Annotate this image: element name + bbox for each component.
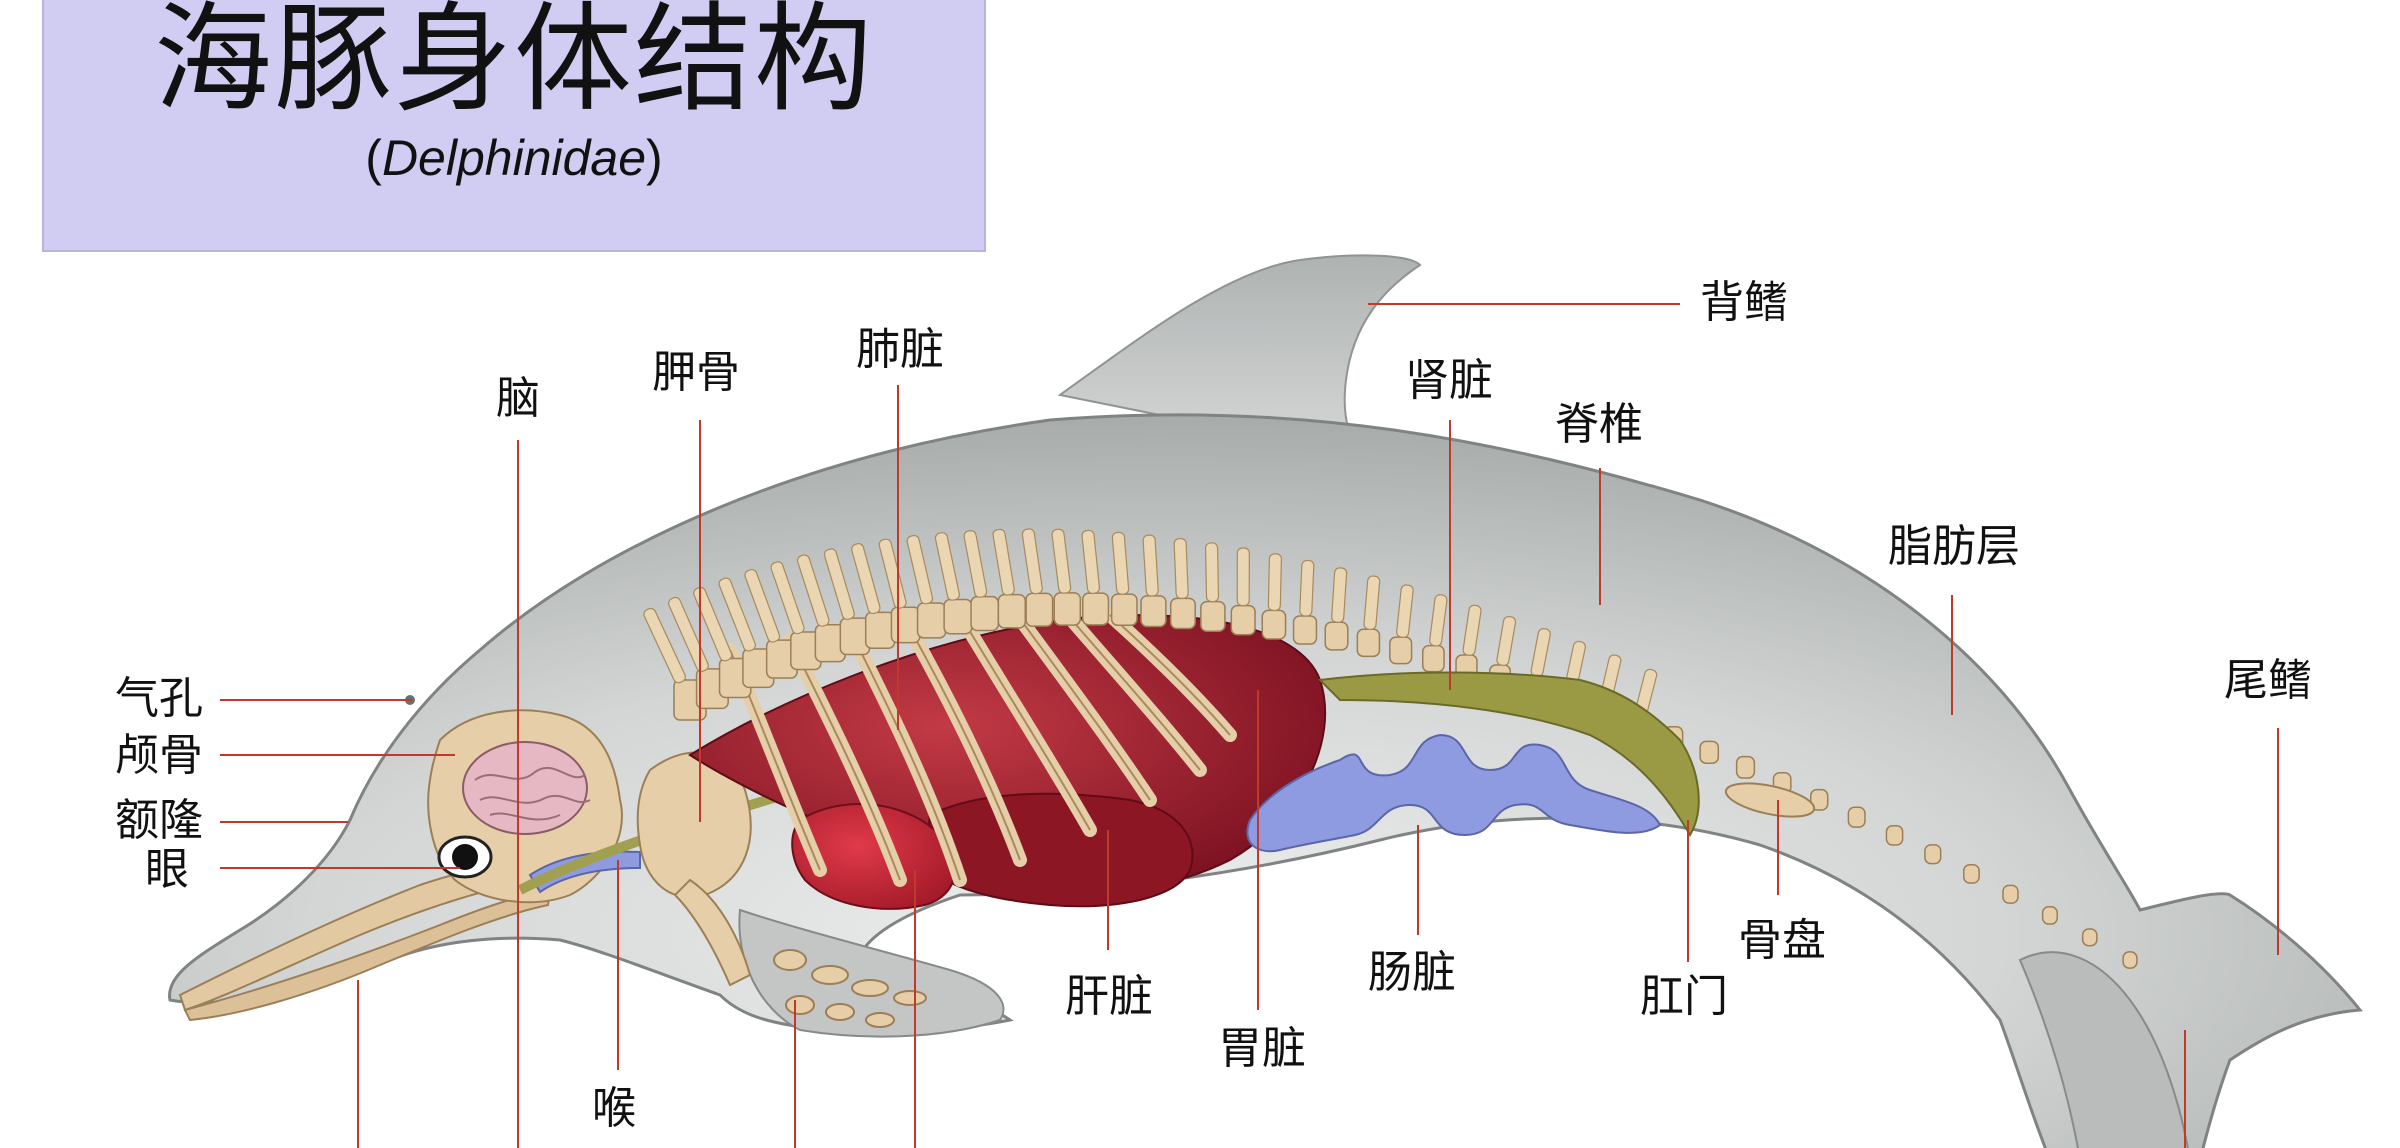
label-liver: 肝脏 [1065, 971, 1153, 1022]
brain-folds [474, 766, 591, 821]
label-scapula: 胛骨 [652, 347, 740, 398]
vertebra-spine [851, 543, 881, 615]
paren-close: ) [646, 130, 663, 186]
label-kidney: 肾脏 [1405, 355, 1493, 406]
vertebra-spine [1111, 531, 1130, 595]
kidney-shape [1317, 671, 1700, 837]
vertebra-spine [1051, 528, 1072, 594]
vertebra-spine [992, 528, 1015, 596]
vertebra [916, 602, 947, 639]
scientific-name-italic: Delphinidae [381, 130, 647, 186]
brain-shape [462, 741, 588, 835]
vertebra-spine [906, 534, 934, 605]
vertebra [997, 593, 1026, 629]
vertebra [2002, 884, 2019, 904]
vertebra-spine [1363, 575, 1381, 631]
vertebra [1885, 824, 1904, 846]
label-spine: 脊椎 [1555, 399, 1643, 450]
label-skull: 颅骨 [115, 730, 203, 781]
vertebra [1082, 592, 1110, 626]
jaw-bone [183, 890, 552, 1022]
label-eye: 眼 [145, 844, 189, 895]
vertebra [1421, 644, 1445, 673]
label-dorsal-fin: 背鳍 [1700, 277, 1788, 328]
vertebra-spine [718, 577, 756, 652]
vertebra [864, 611, 896, 649]
label-blowhole: 气孔 [115, 673, 203, 724]
label-pelvis: 骨盘 [1738, 915, 1826, 966]
vertebra [1230, 604, 1256, 636]
vertebra-spine [693, 586, 733, 662]
dorsal-fin-shape [1057, 254, 1422, 457]
label-stomach: 胃脏 [1218, 1023, 1306, 1074]
pelvis-shape [1724, 782, 1816, 818]
vertebra-spine [1021, 528, 1043, 595]
vertebra-spine [1396, 584, 1414, 638]
label-melon: 额隆 [115, 795, 203, 846]
label-blubber: 脂肪层 [1888, 521, 2020, 572]
label-larynx: 喉 [592, 1083, 636, 1134]
vertebra-spine [1081, 529, 1101, 594]
paren-open: ( [365, 130, 382, 186]
vertebra [1324, 621, 1349, 651]
leader-lines [220, 303, 2279, 1148]
vertebra-spine [1173, 538, 1189, 600]
vertebra [1292, 615, 1318, 645]
vertebra [1025, 592, 1054, 627]
vertebra-spine [1331, 567, 1348, 623]
flipper-bones [673, 878, 927, 1028]
vertebra [1261, 609, 1287, 640]
vertebra [2041, 906, 2058, 925]
intestine-shape [1246, 733, 1662, 853]
vertebra [1169, 597, 1196, 630]
vertebra-spine [934, 532, 960, 601]
vertebra-spine [1267, 553, 1282, 612]
label-anus: 肛门 [1640, 971, 1728, 1022]
title-box: 海豚身体结构 (Delphinidae) [42, 0, 986, 252]
vertebra [1809, 788, 1829, 811]
vertebra [1140, 595, 1167, 628]
vertebra [1924, 844, 1942, 865]
vertebra-spine [1236, 547, 1250, 607]
liver-shape [923, 792, 1194, 908]
vertebra [1699, 740, 1720, 764]
tail-fluke-shape [2018, 951, 2189, 1148]
vertebra-spine [1204, 542, 1220, 603]
vertebra [1356, 628, 1381, 658]
vertebra [1962, 863, 1980, 884]
vertebra [943, 598, 973, 635]
vertebra-spine [1429, 594, 1448, 647]
page-title: 海豚身体结构 [153, 0, 874, 128]
vertebra [1200, 600, 1226, 633]
label-tail-fin: 尾鳍 [2224, 655, 2312, 706]
vertebra [890, 606, 921, 644]
pupil-shape [452, 844, 478, 870]
scientific-name: (Delphinidae) [44, 128, 984, 188]
label-brain: 脑 [496, 373, 540, 424]
vertebra-spine [796, 554, 830, 627]
vertebra-spine [1496, 615, 1517, 667]
vertebra-spine [823, 548, 855, 621]
vertebra [2122, 951, 2138, 969]
vertebra [1110, 593, 1138, 627]
vertebra-spine [1142, 534, 1159, 597]
vertebra [2081, 928, 2098, 947]
vertebra-spine [1462, 604, 1482, 656]
vertebra-spine [1299, 559, 1315, 617]
vertebra-spine [643, 607, 686, 684]
vertebra [1735, 755, 1756, 779]
vertebra [1847, 806, 1866, 828]
larynx-shape [528, 850, 641, 894]
vertebra [1389, 636, 1413, 665]
vertebra-spine [744, 568, 781, 643]
vertebra-spine [963, 530, 988, 598]
label-lung: 肺脏 [856, 324, 944, 375]
vertebra-spine [770, 561, 805, 635]
vertebra-spine [668, 596, 709, 673]
vertebra [1053, 592, 1082, 626]
label-intestine: 肠脏 [1368, 947, 1456, 998]
vertebra [970, 595, 1000, 632]
